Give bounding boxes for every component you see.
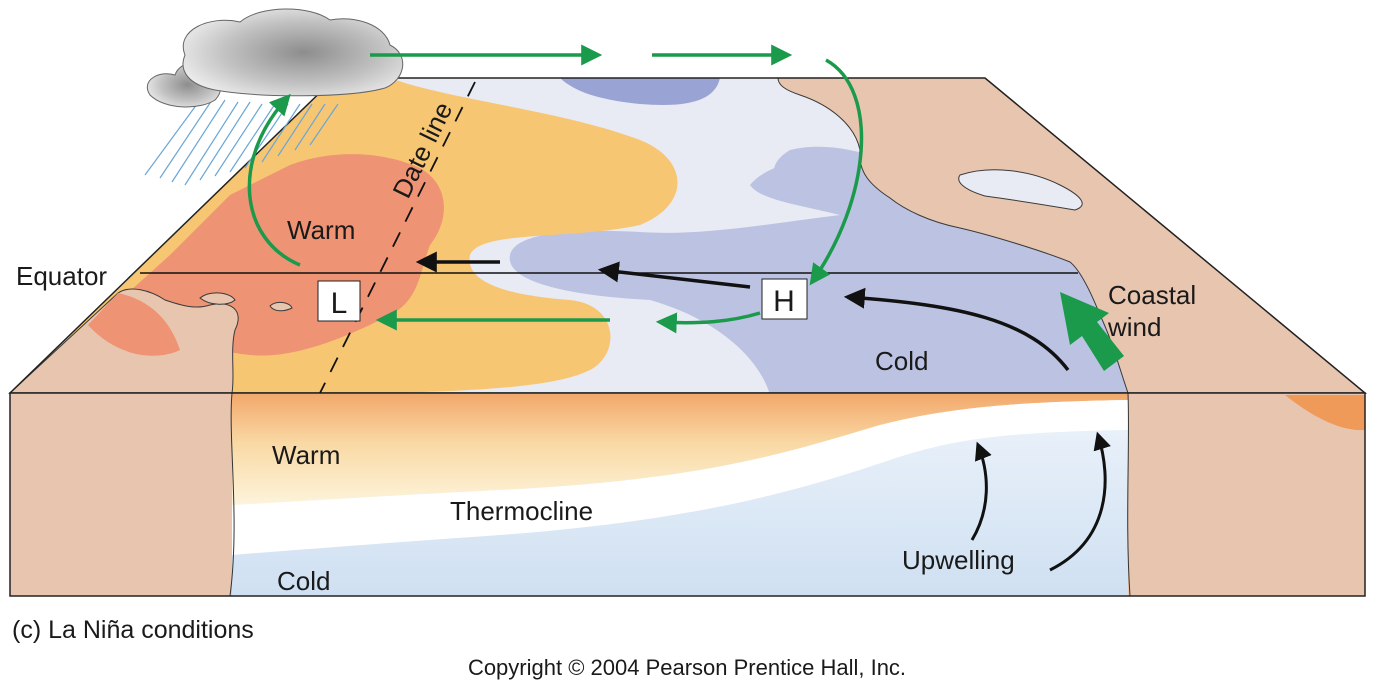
upwelling-label: Upwelling — [902, 545, 1015, 575]
high-pressure-label: H — [773, 285, 795, 318]
upwelling-arrow-2 — [1049, 431, 1111, 572]
current-arrow-central — [597, 261, 751, 289]
front-face-outline — [9, 392, 1366, 597]
copyright-notice: Copyright © 2004 Pearson Prentice Hall, … — [467, 655, 907, 680]
walker-circulation — [247, 44, 864, 334]
warm-subsurface-label: Warm — [272, 440, 340, 470]
warm-coastal-patch — [88, 293, 180, 356]
island-small — [269, 301, 293, 312]
land-cross-section-west — [10, 393, 232, 596]
cold-surface-label: Cold — [875, 346, 928, 376]
coastal-wind-label: Coastal wind — [1107, 280, 1203, 342]
cold-subsurface-label: Cold — [277, 566, 330, 596]
surface-return-arrow — [655, 311, 761, 334]
cold-region-north — [560, 78, 720, 105]
low-pressure-label: L — [331, 287, 348, 320]
upwelling-arrows — [970, 431, 1111, 572]
warm-surface-label: Warm — [287, 215, 355, 245]
descending-arrow — [809, 58, 864, 286]
date-line — [319, 81, 476, 394]
thermocline-label: Thermocline — [450, 496, 593, 526]
land-cross-section-east — [1128, 393, 1365, 596]
la-nina-diagram: L H Date line Warm Equator Cold Coastal … — [8, 8, 1368, 597]
thermocline-band — [232, 400, 1128, 555]
land-americas — [777, 77, 1367, 394]
island-group — [199, 292, 236, 305]
warm-layer — [232, 393, 1128, 505]
figure-caption: (c) La Niña conditions — [12, 616, 254, 644]
current-arrow-east — [843, 287, 1070, 372]
high-pressure-marker: H — [761, 278, 808, 320]
rising-arrow — [247, 93, 301, 267]
coastal-wind-arrow — [1060, 292, 1124, 371]
land-caribbean-islands — [958, 169, 1083, 211]
low-pressure-marker: L — [317, 280, 361, 322]
ocean-cross-section — [10, 393, 1365, 596]
warm-coastal-east — [1285, 395, 1365, 431]
upwelling-arrow-1 — [970, 441, 992, 541]
equator-label: Equator — [16, 261, 107, 291]
surface-currents — [415, 251, 1070, 372]
